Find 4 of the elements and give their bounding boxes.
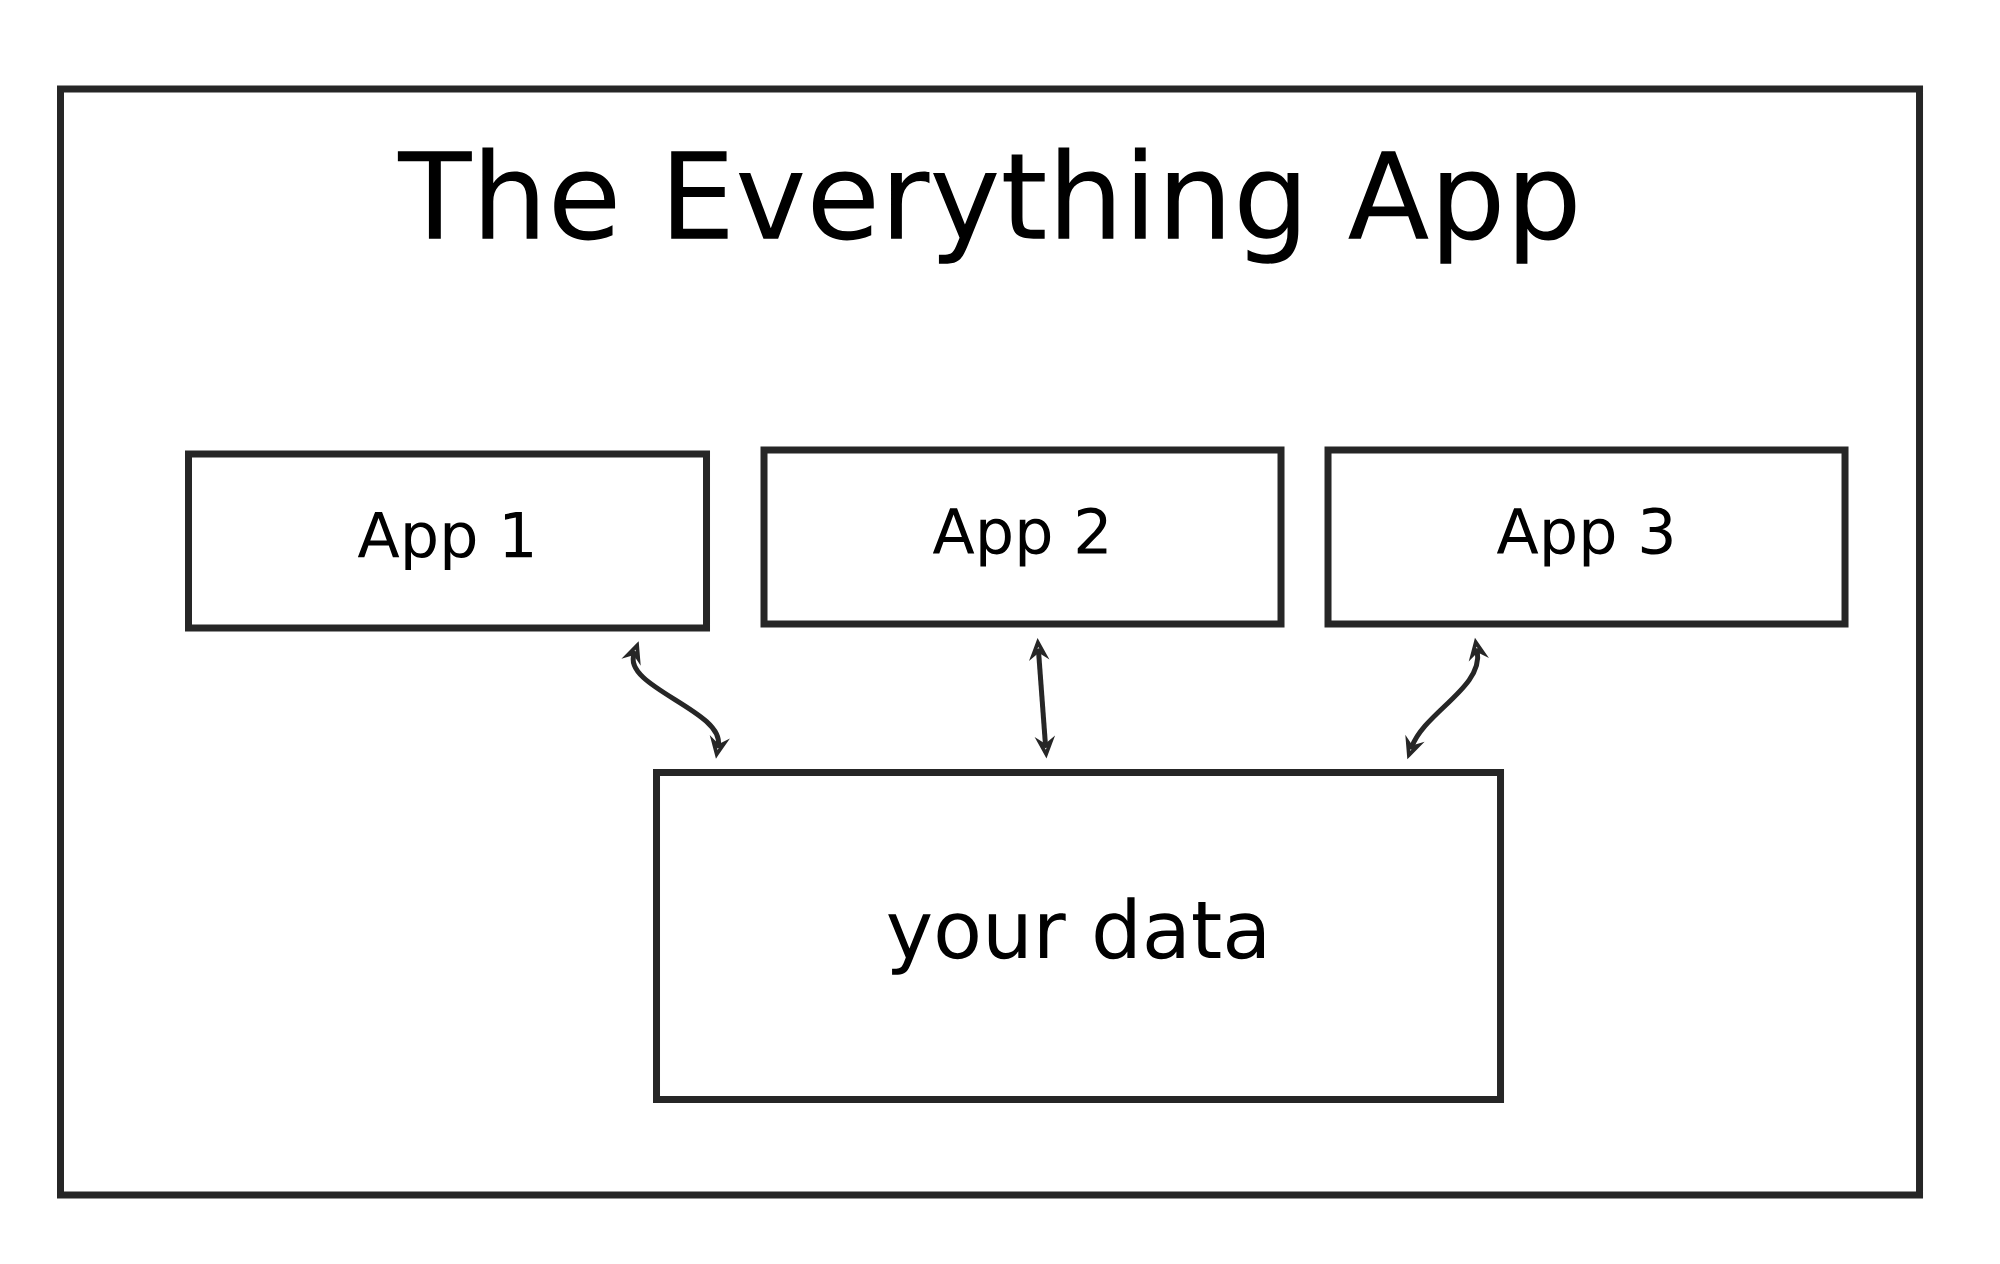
app-box: App 1 [185,450,710,632]
app-box: App 2 [760,446,1285,628]
app-box: App 3 [1324,446,1849,628]
data-box: your data [653,769,1504,1103]
